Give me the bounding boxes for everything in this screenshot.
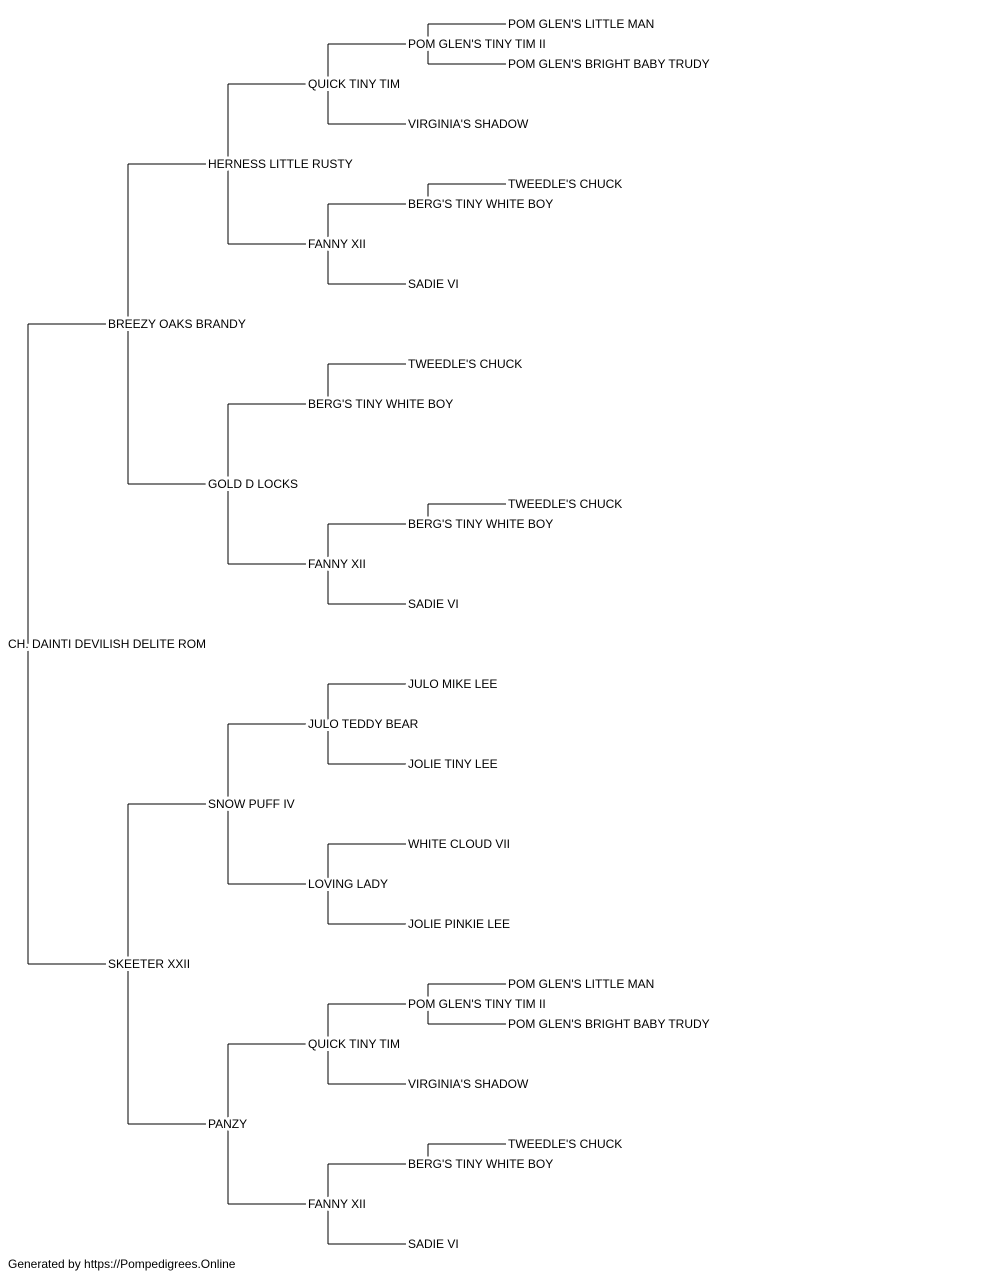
- pedigree-node-julo-teddy-bear: JULO TEDDY BEAR: [308, 717, 419, 731]
- pedigree-node-gold-d-locks: GOLD D LOCKS: [208, 477, 298, 491]
- pedigree-node-julo-mike-lee: JULO MIKE LEE: [408, 677, 497, 691]
- pedigree-node-sadie-vi: SADIE VI: [408, 277, 459, 291]
- pedigree-node-pom-glen-s-bright-baby-trudy: POM GLEN'S BRIGHT BABY TRUDY: [508, 57, 710, 71]
- pedigree-node-pom-glen-s-bright-baby-trudy: POM GLEN'S BRIGHT BABY TRUDY: [508, 1017, 710, 1031]
- pedigree-node-fanny-xii: FANNY XII: [308, 557, 366, 571]
- pedigree-node-sadie-vi: SADIE VI: [408, 1237, 459, 1251]
- pedigree-node-berg-s-tiny-white-boy: BERG'S TINY WHITE BOY: [408, 517, 553, 531]
- pedigree-node-ch-dainti-devilish-delite-rom: CH. DAINTI DEVILISH DELITE ROM: [8, 637, 206, 651]
- pedigree-node-breezy-oaks-brandy: BREEZY OAKS BRANDY: [108, 317, 246, 331]
- pedigree-node-berg-s-tiny-white-boy: BERG'S TINY WHITE BOY: [408, 197, 553, 211]
- pedigree-node-snow-puff-iv: SNOW PUFF IV: [208, 797, 295, 811]
- pedigree-node-tweedle-s-chuck: TWEEDLE'S CHUCK: [508, 1137, 622, 1151]
- pedigree-node-quick-tiny-tim: QUICK TINY TIM: [308, 1037, 400, 1051]
- pedigree-node-skeeter-xxii: SKEETER XXII: [108, 957, 190, 971]
- pedigree-node-jolie-tiny-lee: JOLIE TINY LEE: [408, 757, 498, 771]
- pedigree-node-pom-glen-s-little-man: POM GLEN'S LITTLE MAN: [508, 977, 654, 991]
- pedigree-node-virginia-s-shadow: VIRGINIA'S SHADOW: [408, 1077, 529, 1091]
- pedigree-node-virginia-s-shadow: VIRGINIA'S SHADOW: [408, 117, 529, 131]
- pedigree-node-tweedle-s-chuck: TWEEDLE'S CHUCK: [408, 357, 522, 371]
- pedigree-connectors: [27, 23, 506, 1245]
- pedigree-node-berg-s-tiny-white-boy: BERG'S TINY WHITE BOY: [308, 397, 453, 411]
- pedigree-node-white-cloud-vii: WHITE CLOUD VII: [408, 837, 510, 851]
- footer-credit: Generated by https://Pompedigrees.Online: [8, 1257, 236, 1271]
- pedigree-node-panzy: PANZY: [208, 1117, 247, 1131]
- pedigree-node-fanny-xii: FANNY XII: [308, 1197, 366, 1211]
- pedigree-node-loving-lady: LOVING LADY: [308, 877, 388, 891]
- pedigree-node-fanny-xii: FANNY XII: [308, 237, 366, 251]
- pedigree-node-quick-tiny-tim: QUICK TINY TIM: [308, 77, 400, 91]
- pedigree-node-pom-glen-s-tiny-tim-ii: POM GLEN'S TINY TIM II: [408, 37, 546, 51]
- pedigree-node-tweedle-s-chuck: TWEEDLE'S CHUCK: [508, 177, 622, 191]
- pedigree-node-jolie-pinkie-lee: JOLIE PINKIE LEE: [408, 917, 510, 931]
- pedigree-node-tweedle-s-chuck: TWEEDLE'S CHUCK: [508, 497, 622, 511]
- pedigree-node-sadie-vi: SADIE VI: [408, 597, 459, 611]
- pedigree-node-herness-little-rusty: HERNESS LITTLE RUSTY: [208, 157, 353, 171]
- pedigree-labels: CH. DAINTI DEVILISH DELITE ROM BREEZY OAK…: [5, 14, 713, 1254]
- pedigree-node-pom-glen-s-tiny-tim-ii: POM GLEN'S TINY TIM II: [408, 997, 546, 1011]
- pedigree-node-pom-glen-s-little-man: POM GLEN'S LITTLE MAN: [508, 17, 654, 31]
- pedigree-node-berg-s-tiny-white-boy: BERG'S TINY WHITE BOY: [408, 1157, 553, 1171]
